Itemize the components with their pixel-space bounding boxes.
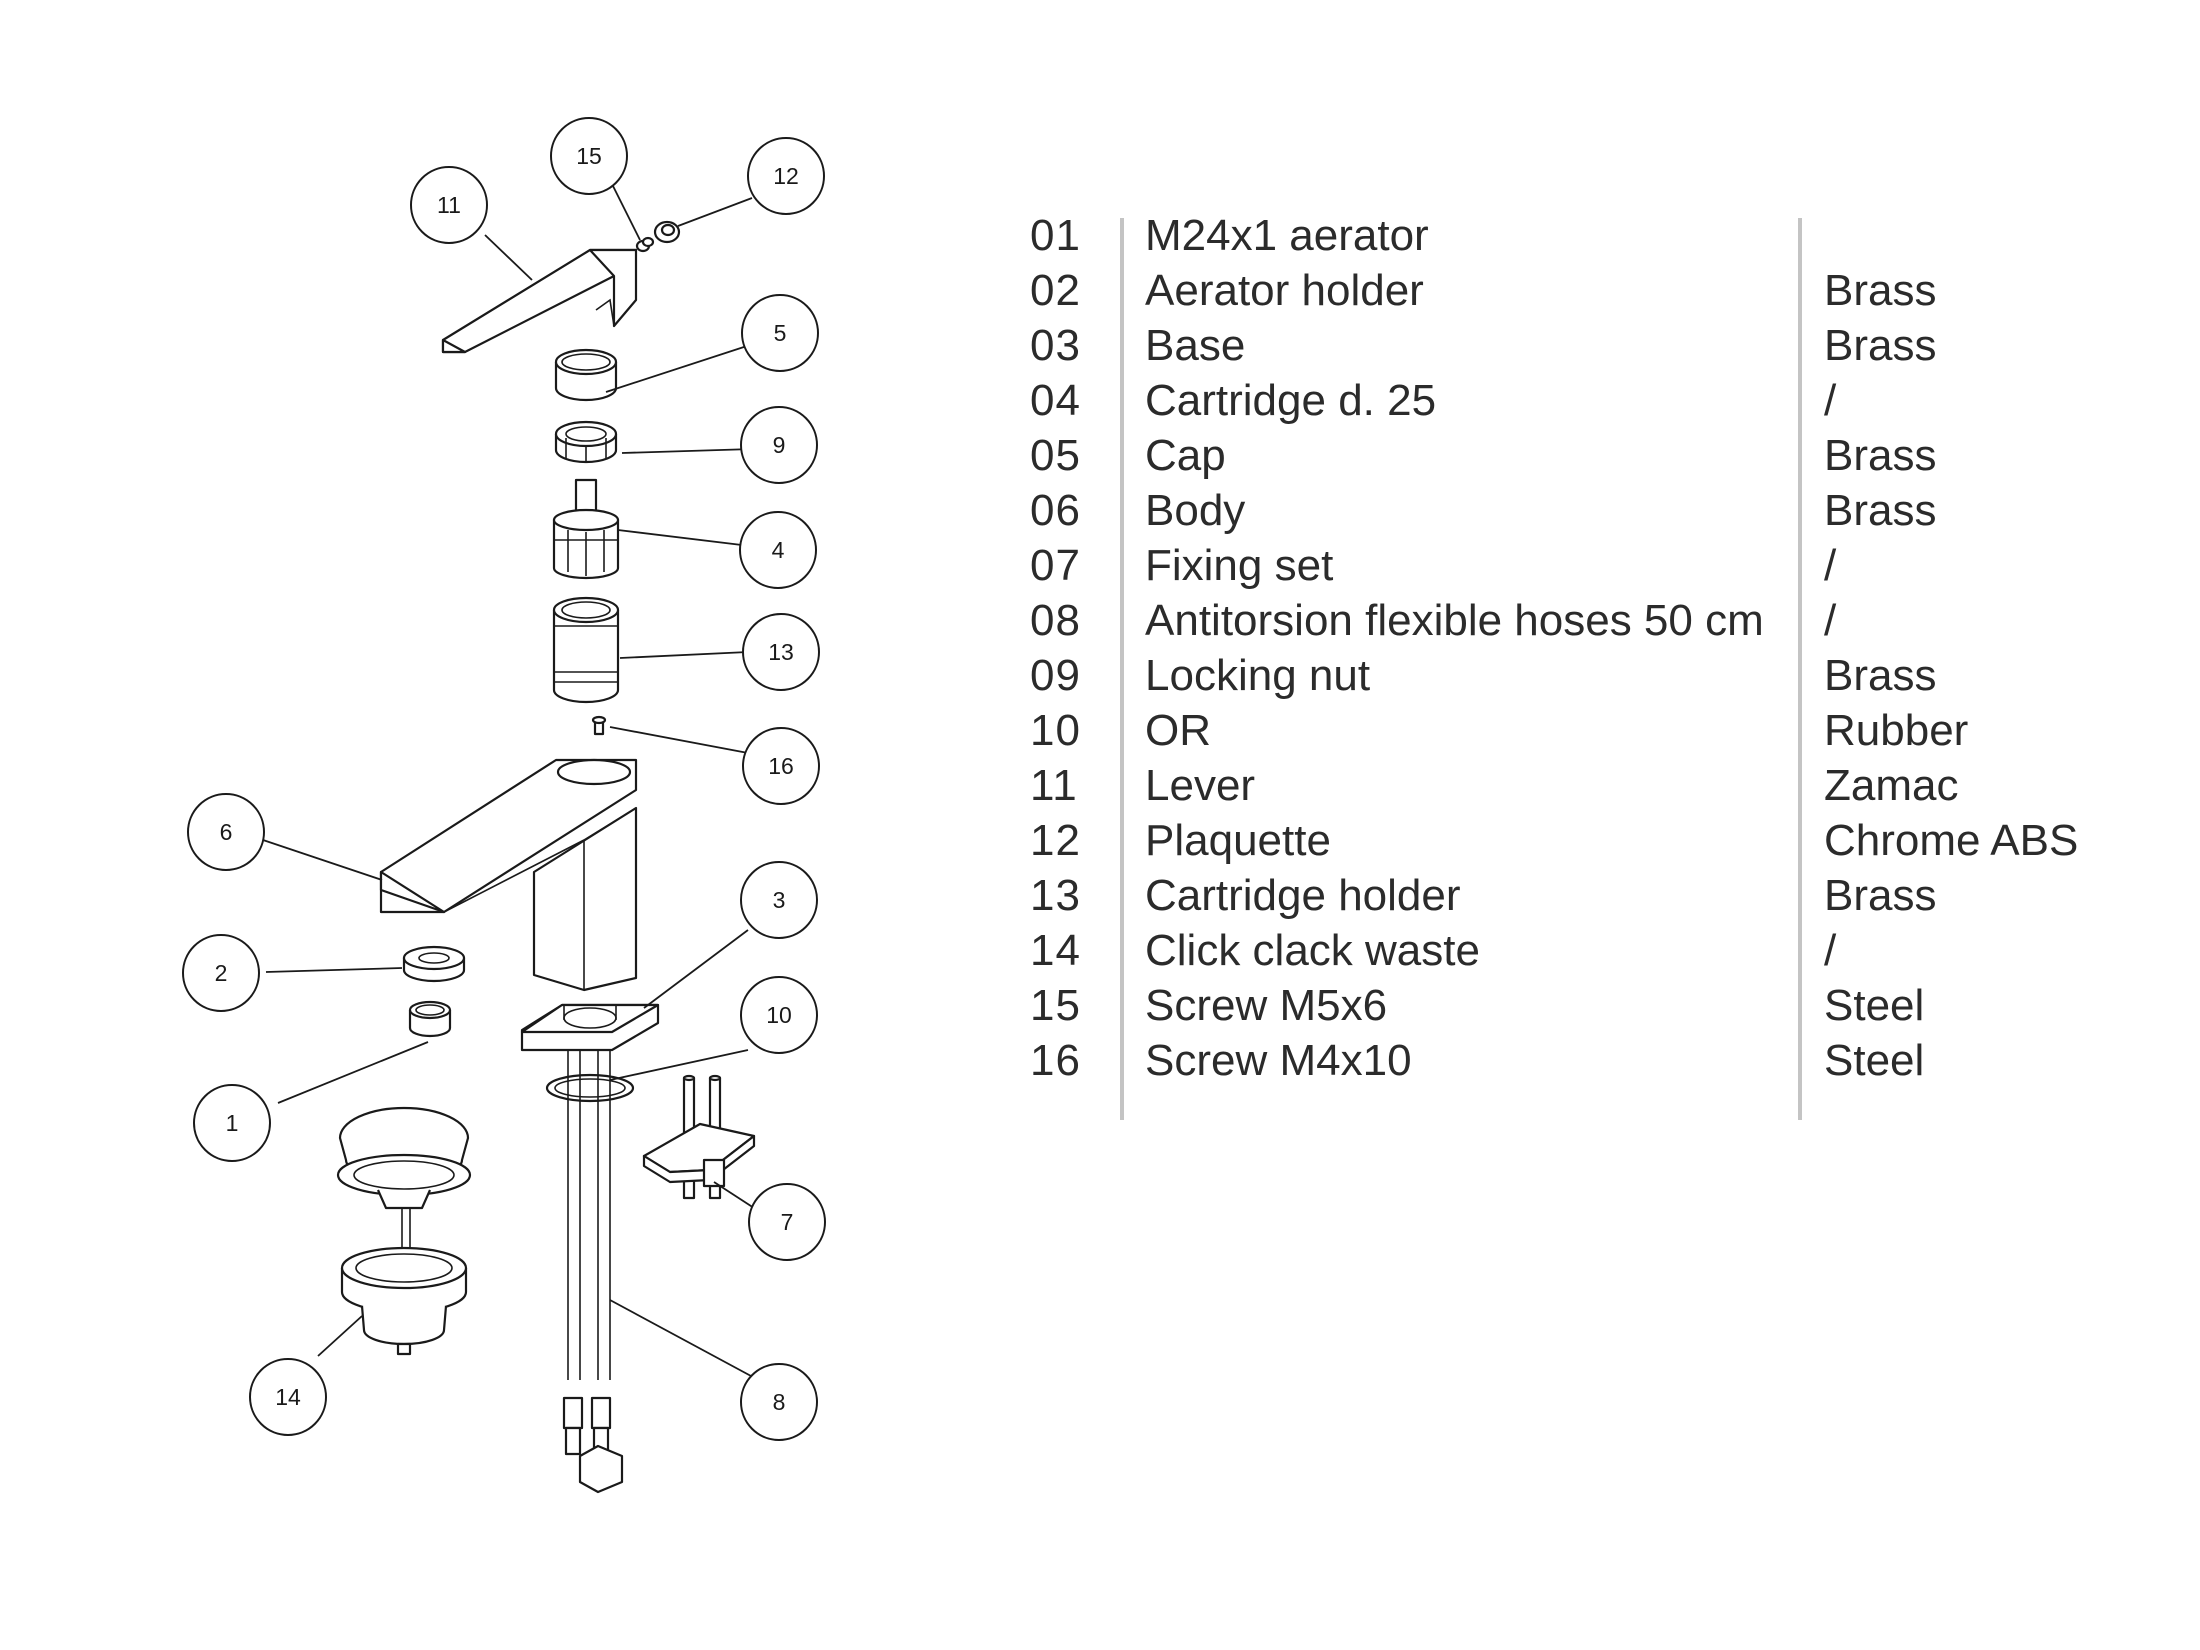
callout-9: 9	[740, 406, 818, 484]
callout-label: 12	[773, 163, 799, 189]
callout-label: 6	[220, 819, 233, 845]
cartridge-part	[552, 478, 620, 580]
callout-10: 10	[740, 976, 818, 1054]
callout-7: 7	[748, 1183, 826, 1261]
callout-label: 1	[226, 1110, 239, 1136]
aerator-holder-part	[402, 945, 466, 983]
callout-14: 14	[249, 1358, 327, 1436]
screw-m5x6-part	[635, 236, 655, 253]
screw-m4x10-part	[591, 715, 607, 736]
click-clack-waste-part	[336, 1106, 472, 1356]
callout-3: 3	[740, 861, 818, 939]
callout-label: 15	[576, 143, 602, 169]
callout-label: 5	[774, 320, 787, 346]
flexible-hoses-part	[562, 1050, 624, 1494]
callout-label: 3	[773, 887, 786, 913]
callout-label: 4	[772, 537, 785, 563]
callout-8: 8	[740, 1363, 818, 1441]
callout-label: 7	[781, 1209, 794, 1235]
callout-5: 5	[741, 294, 819, 372]
callout-4: 4	[739, 511, 817, 589]
lever-part	[441, 248, 638, 354]
callout-11: 11	[410, 166, 488, 244]
cap-part	[554, 348, 618, 402]
callout-15: 15	[550, 117, 628, 195]
fixing-set-part	[642, 1074, 756, 1200]
callout-12: 12	[747, 137, 825, 215]
callout-6: 6	[187, 793, 265, 871]
callout-13: 13	[742, 613, 820, 691]
aerator-part	[408, 1000, 452, 1038]
callout-label: 2	[215, 960, 228, 986]
base-part	[520, 1003, 660, 1052]
callout-label: 11	[437, 192, 461, 218]
leader-lines	[262, 177, 755, 1377]
callout-label: 14	[275, 1384, 301, 1410]
o-ring-part	[545, 1073, 635, 1103]
callout-16: 16	[742, 727, 820, 805]
callout-label: 16	[768, 753, 794, 779]
locking-nut-part	[554, 420, 618, 464]
cartridge-holder-part	[552, 596, 620, 704]
callout-1: 1	[193, 1084, 271, 1162]
body-part	[379, 758, 638, 992]
callout-label: 13	[768, 639, 794, 665]
callout-label: 9	[773, 432, 786, 458]
callout-label: 8	[773, 1389, 786, 1415]
callout-2: 2	[182, 934, 260, 1012]
callout-label: 10	[766, 1002, 792, 1028]
plaquette-part	[653, 220, 681, 244]
